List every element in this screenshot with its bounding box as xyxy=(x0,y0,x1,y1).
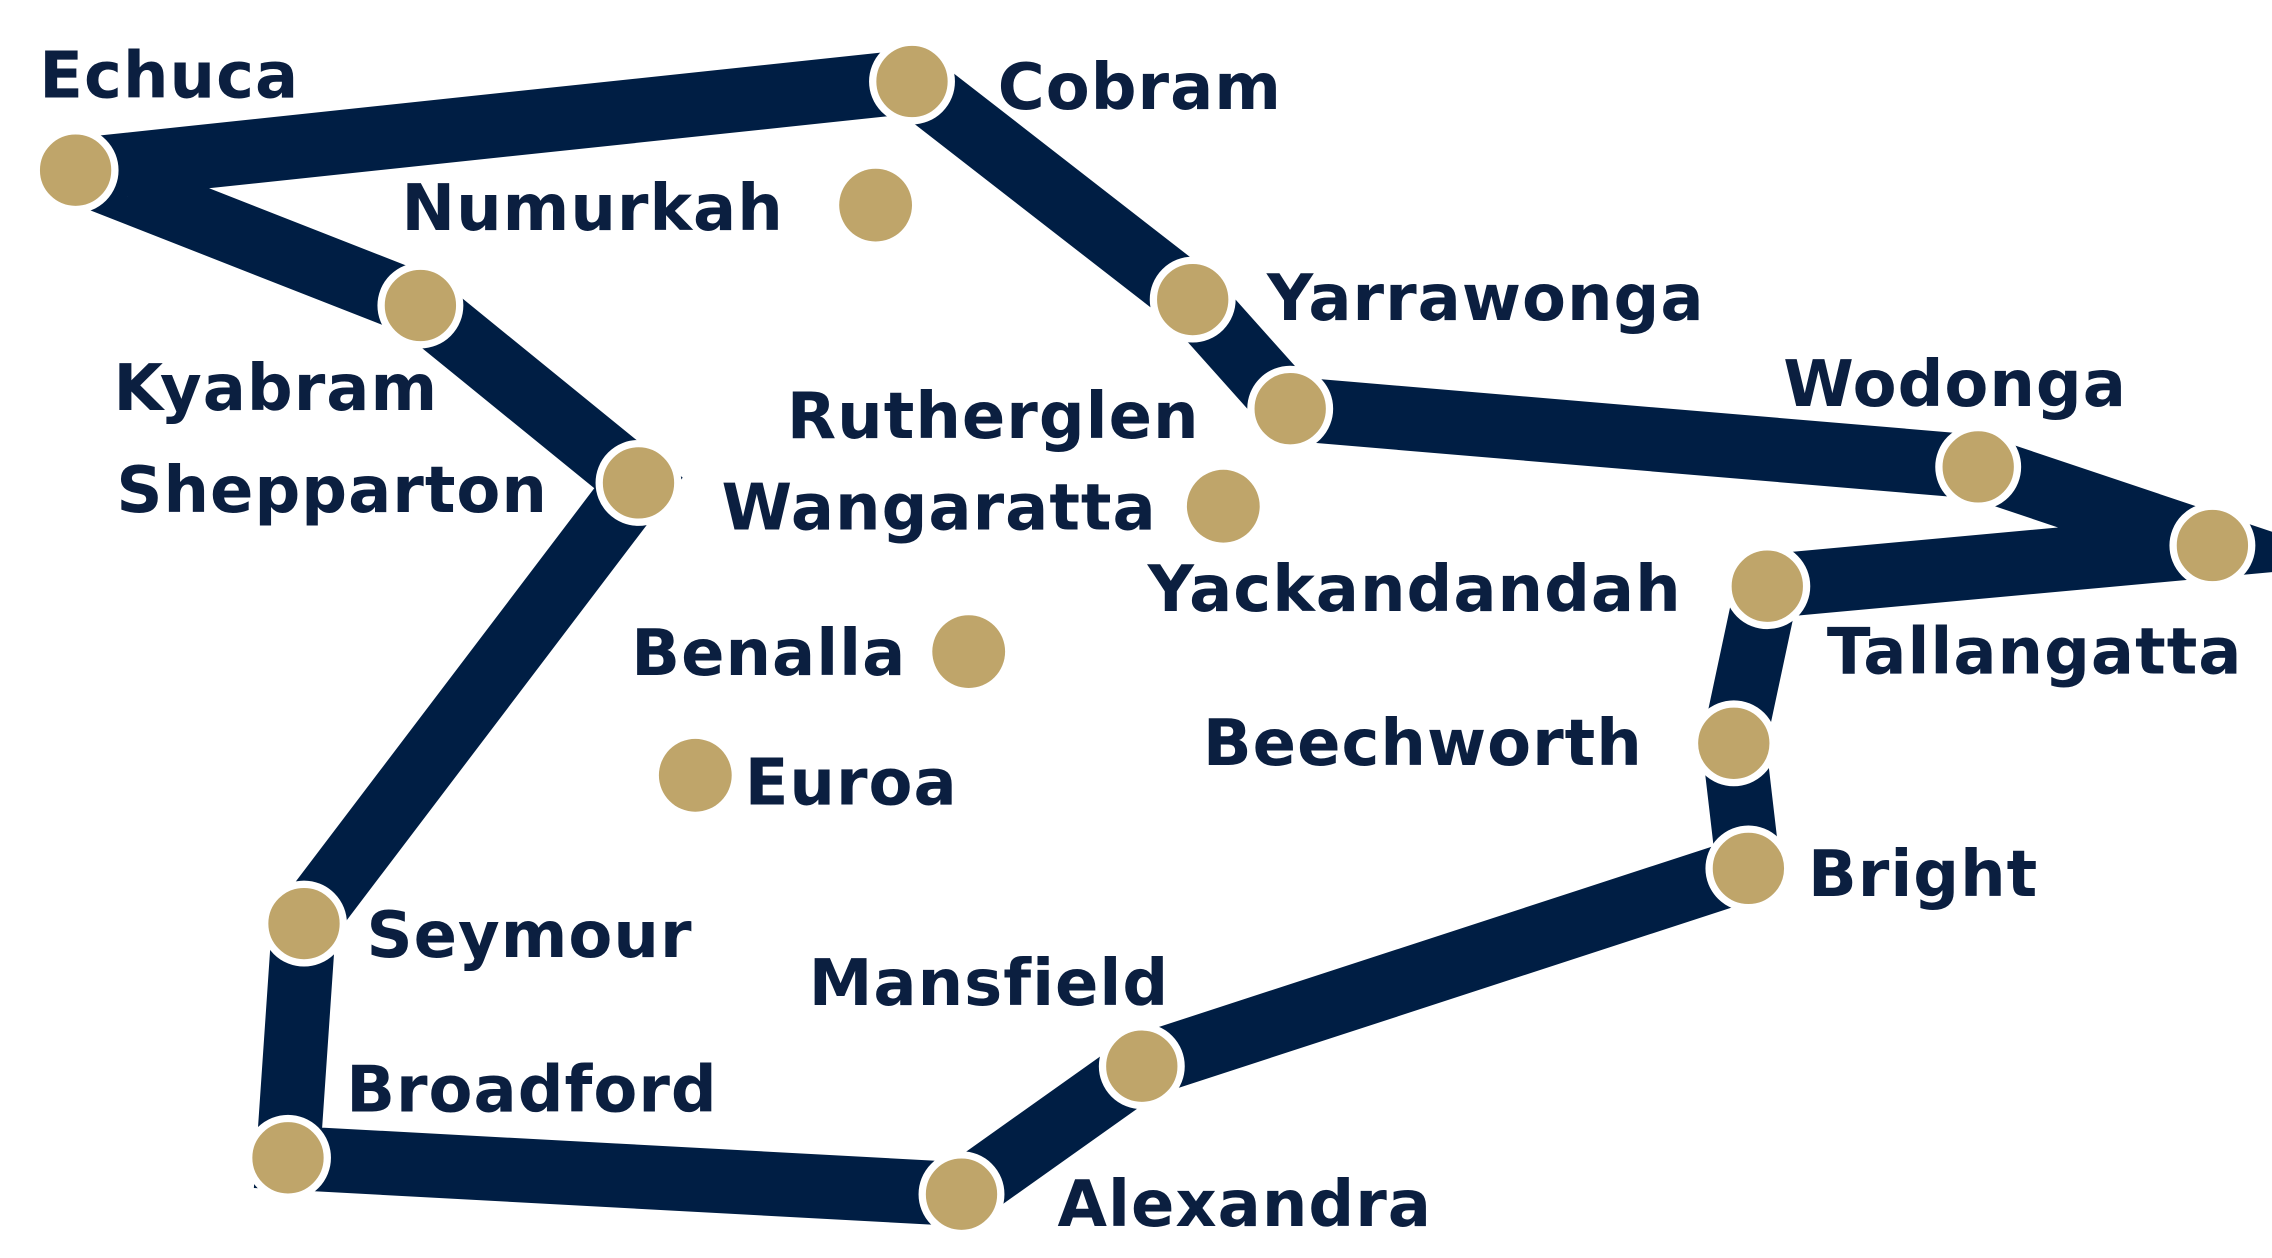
town-stop-shepparton xyxy=(595,439,682,526)
town-label-benalla: Benalla xyxy=(631,617,906,691)
town-label-bright: Bright xyxy=(1808,838,2038,912)
town-stop-yackandandah xyxy=(1724,543,1811,630)
town-label-shepparton: Shepparton xyxy=(116,454,548,528)
town-stop-mansfield xyxy=(1098,1023,1185,1110)
town-stop-yarrawonga xyxy=(1149,256,1236,343)
town-stop-tallangatta xyxy=(2169,502,2256,589)
town-stop-wodonga xyxy=(1935,423,2022,510)
town-stop-kyabram xyxy=(377,262,464,349)
town-label-wangaratta: Wangaratta xyxy=(722,472,1157,546)
town-label-yarrawonga: Yarrawonga xyxy=(1266,262,1705,336)
town-stop-wangaratta xyxy=(1186,469,1260,543)
route-layer xyxy=(63,48,2272,1227)
town-label-echuca: Echuca xyxy=(39,40,299,114)
town-label-mansfield: Mansfield xyxy=(809,947,1169,1021)
town-stop-euroa xyxy=(658,738,732,812)
town-stop-broadford xyxy=(245,1114,331,1201)
town-label-euroa: Euroa xyxy=(745,746,958,820)
route-line xyxy=(63,48,2272,1227)
town-stop-alexandra xyxy=(918,1151,1005,1238)
town-stop-benalla xyxy=(932,615,1006,688)
town-stop-echuca xyxy=(32,127,119,214)
town-label-seymour: Seymour xyxy=(367,899,693,973)
town-stop-bright xyxy=(1705,825,1792,912)
town-stop-cobram xyxy=(869,38,955,125)
town-label-broadford: Broadford xyxy=(346,1053,718,1127)
town-label-cobram: Cobram xyxy=(998,51,1282,125)
town-stop-rutherglen xyxy=(1247,365,1334,452)
town-label-beechworth: Beechworth xyxy=(1203,707,1643,781)
town-stop-beechworth xyxy=(1690,700,1777,787)
town-label-numurkah: Numurkah xyxy=(402,172,784,246)
town-label-kyabram: Kyabram xyxy=(114,352,439,426)
town-label-wodonga: Wodonga xyxy=(1783,348,2127,422)
town-stop-seymour xyxy=(261,880,347,967)
town-label-rutherglen: Rutherglen xyxy=(787,380,1200,454)
town-label-yackandandah: Yackandandah xyxy=(1147,553,1682,627)
town-label-tallangatta: Tallangatta xyxy=(1827,616,2243,690)
town-stop-numurkah xyxy=(839,168,912,242)
town-label-alexandra: Alexandra xyxy=(1058,1168,1432,1242)
stop-layer xyxy=(32,38,2256,1238)
